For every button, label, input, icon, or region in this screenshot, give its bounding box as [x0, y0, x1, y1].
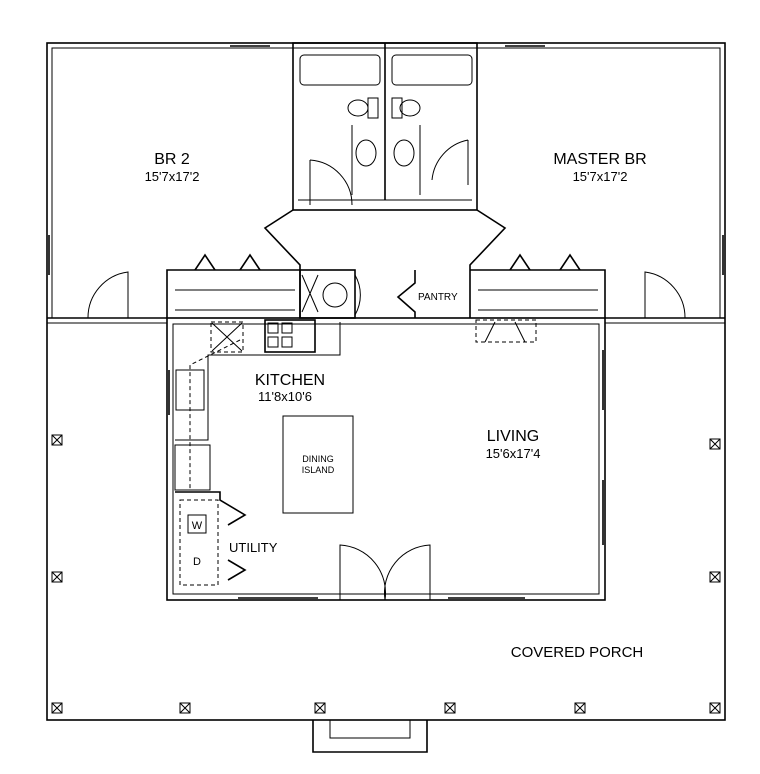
porch-post: [51, 571, 63, 583]
porch-post: [574, 702, 586, 714]
room-name-kitchen: KITCHEN: [255, 372, 325, 389]
porch-post: [709, 438, 721, 450]
room-size-kitchen: 11'8x10'6: [258, 389, 312, 404]
room-name-living: LIVING: [487, 428, 539, 445]
room-size-master: 15'7x17'2: [573, 169, 628, 184]
dining-island-label-2: ISLAND: [302, 465, 335, 475]
porch-post: [51, 434, 63, 446]
dining-island: [282, 415, 354, 514]
porch-post: [51, 702, 63, 714]
room-name-utility: UTILITY: [229, 540, 278, 555]
core-walls: [166, 317, 606, 601]
porch-post: [179, 702, 191, 714]
porch-post: [314, 702, 326, 714]
porch-steps: [312, 720, 428, 753]
room-name-master: MASTER BR: [553, 151, 646, 168]
porch-post: [709, 702, 721, 714]
porch-posts: [51, 434, 721, 714]
bathroom-fixtures: [299, 54, 473, 195]
room-name-pantry: PANTRY: [418, 292, 458, 303]
porch-post: [709, 571, 721, 583]
room-name-br2: BR 2: [154, 151, 190, 168]
room-name-porch: COVERED PORCH: [511, 644, 644, 661]
dryer-label: D: [193, 556, 201, 568]
dining-island-label-1: DINING: [302, 454, 334, 464]
room-size-br2: 15'7x17'2: [145, 169, 200, 184]
washer-label: W: [192, 520, 203, 532]
room-size-living: 15'6x17'4: [486, 446, 541, 461]
porch-post: [444, 702, 456, 714]
interior-walls: [87, 42, 686, 319]
exterior-walls: [46, 42, 726, 721]
